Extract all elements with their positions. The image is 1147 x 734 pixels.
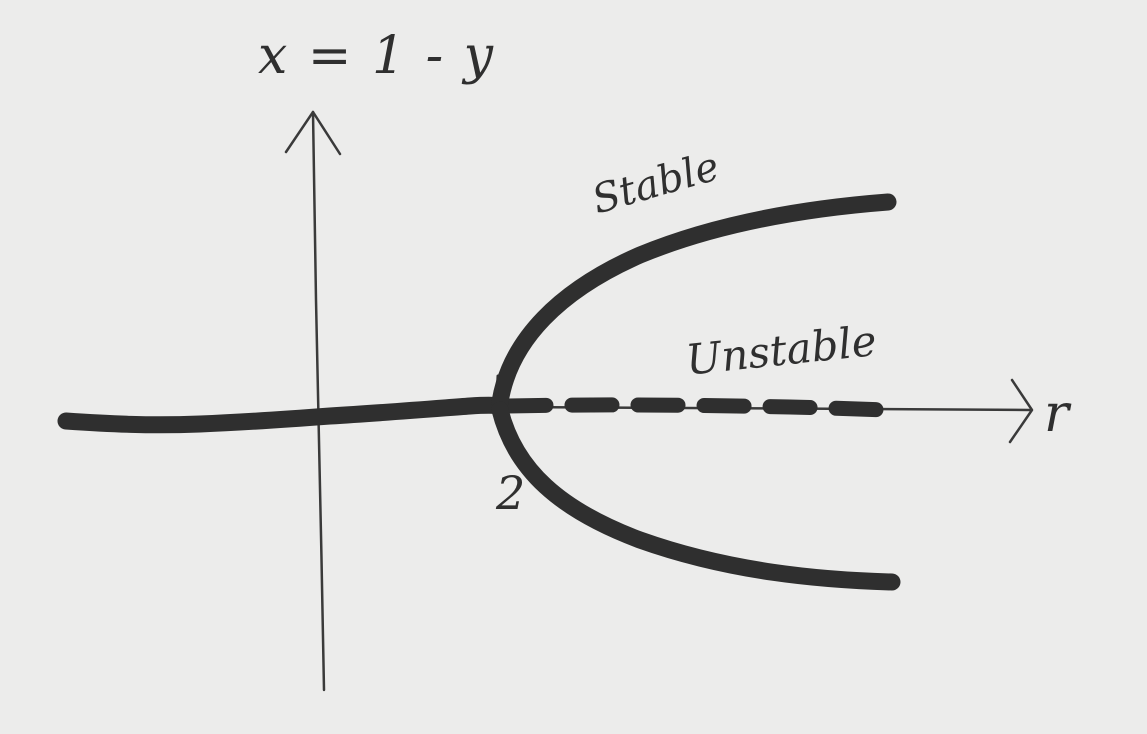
bifurcation-mark (495, 374, 500, 397)
bifurcation-value-label: 2 (496, 466, 526, 520)
x-axis-label: r (1044, 384, 1069, 444)
vertical-axis-line (311, 110, 326, 692)
vertical-axis-arrowhead (284, 110, 342, 156)
horizontal-axis-arrowhead (1008, 378, 1034, 444)
stable-branch-before (57, 396, 511, 434)
stable-branch-lower (491, 401, 901, 591)
unstable-branch-dashed (498, 397, 892, 418)
y-axis-label: x = 1 - y (258, 26, 496, 86)
stable-branch-upper (491, 193, 897, 411)
